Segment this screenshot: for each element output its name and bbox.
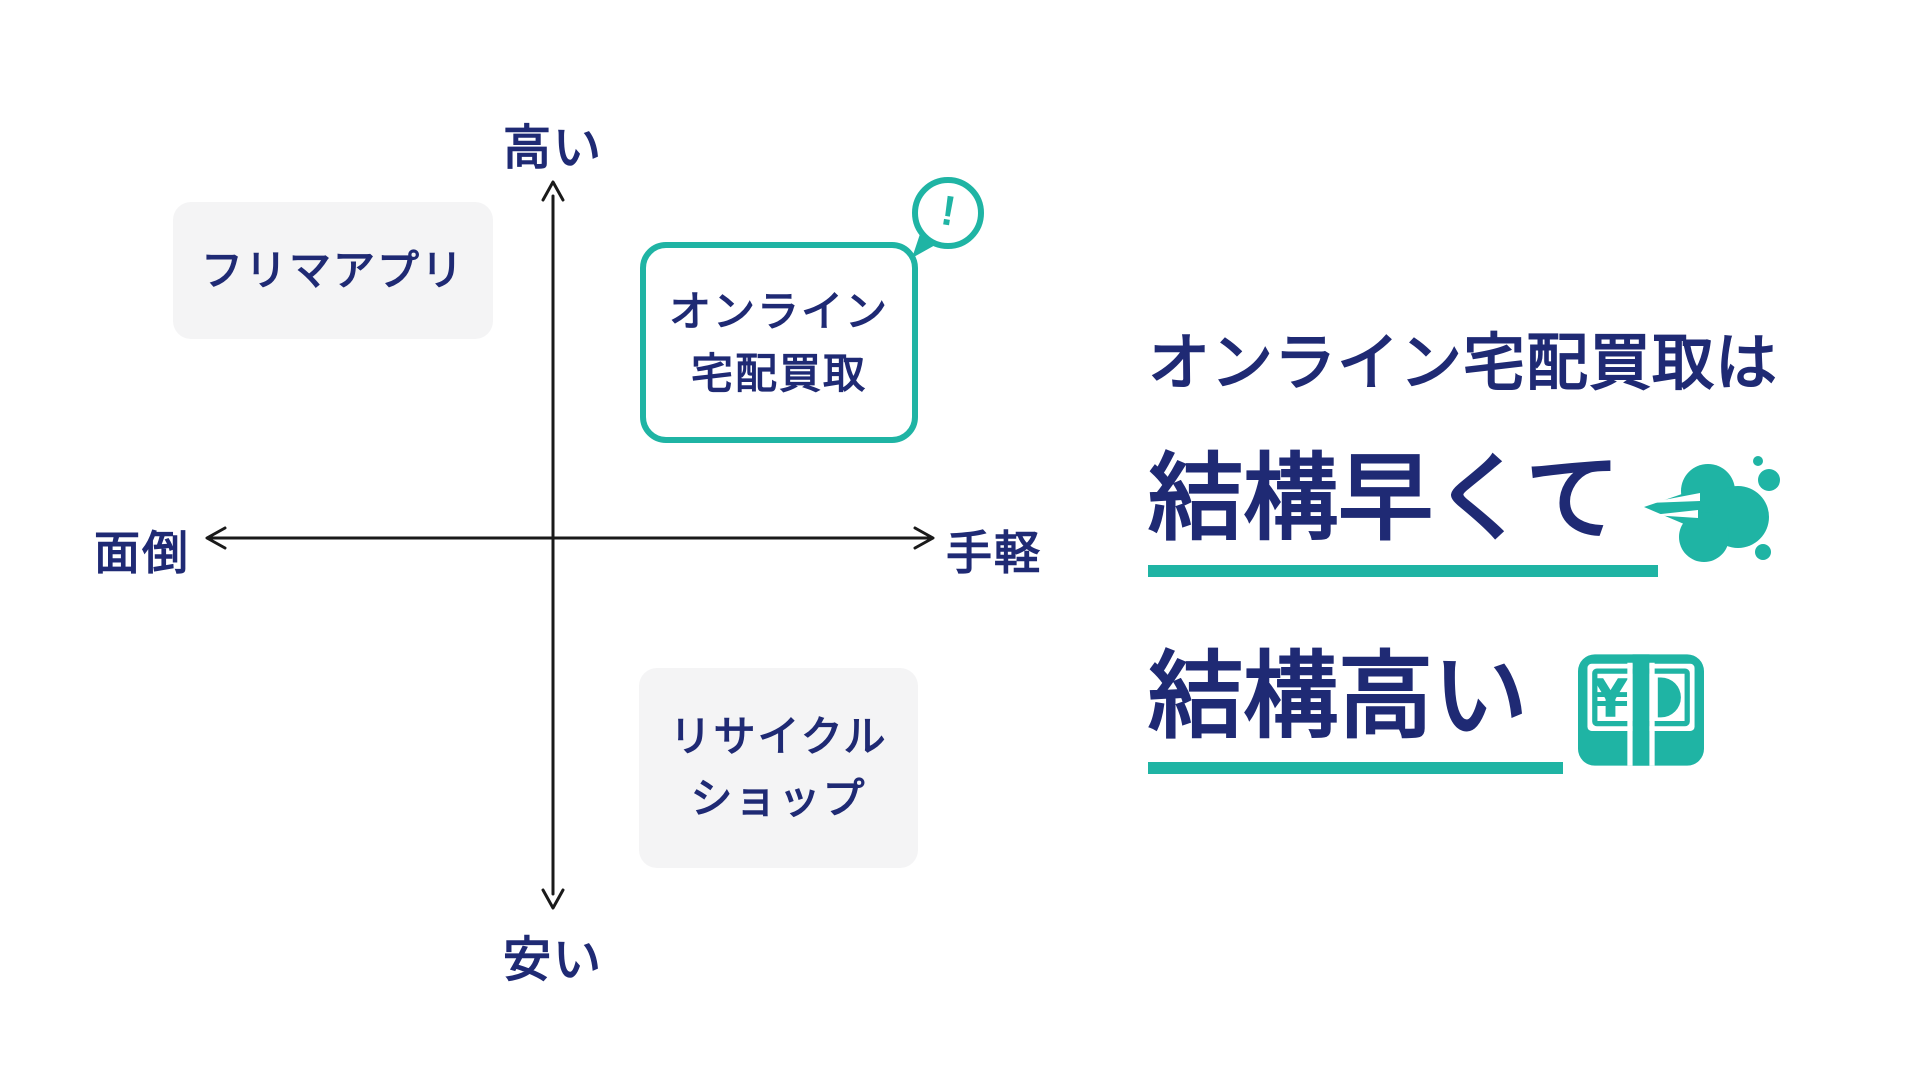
yen-banknote-icon: ¥	[1578, 654, 1704, 766]
dash-wind-puff-icon	[1644, 456, 1780, 562]
underline-pricey	[1148, 762, 1563, 774]
box-online-label-line2: 宅配買取	[690, 349, 867, 397]
axis-label-cheap: 安い	[502, 934, 603, 987]
box-recycle-label-line2: ショップ	[690, 775, 867, 822]
right-arrowhead-icon	[913, 526, 935, 550]
yen-symbol: ¥	[1592, 668, 1629, 729]
panel-headline: オンライン宅配買取は	[1148, 329, 1779, 398]
box-flea-market-app-label: フリマアプリ	[200, 246, 465, 294]
underline-fast	[1148, 565, 1658, 577]
box-recycle-shop: リサイクル ショップ	[639, 668, 918, 868]
exclamation-mark: !	[937, 186, 959, 235]
panel-point-pricey: 結構高い	[1148, 644, 1529, 750]
box-online-delivery-purchase: オンライン 宅配買取	[640, 242, 918, 443]
exclamation-speech-bubble-icon: !	[912, 177, 984, 258]
axis-label-hassle: 面倒	[94, 527, 190, 579]
axis-label-expensive: 高い	[502, 122, 603, 175]
speech-bubble-tail	[912, 234, 937, 258]
axis-label-easy: 手軽	[946, 527, 1042, 579]
box-recycle-label-line1: リサイクル	[669, 713, 888, 760]
left-arrowhead-icon	[205, 526, 227, 550]
box-flea-market-app: フリマアプリ	[173, 202, 493, 339]
panel-point-fast: 結構早くて	[1148, 446, 1621, 552]
up-arrowhead-icon	[541, 180, 565, 202]
down-arrowhead-icon	[541, 888, 565, 910]
box-online-label-line1: オンライン	[668, 287, 889, 335]
